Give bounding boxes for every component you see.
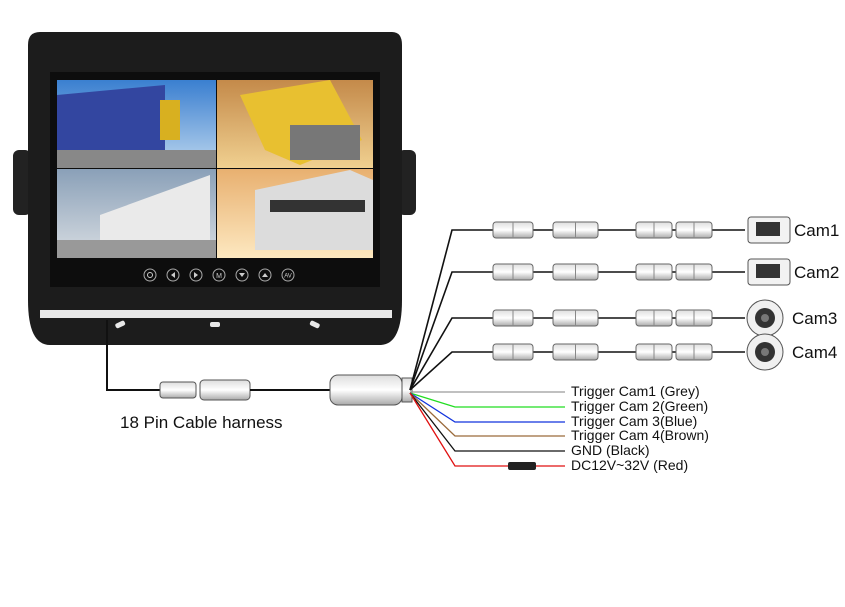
right-arrow-icon [194, 272, 198, 278]
wire-label: GND (Black) [571, 442, 650, 458]
wire-4: Trigger Cam 4(Brown) [409, 392, 709, 443]
power-icon [147, 272, 153, 278]
quad-screen [57, 80, 373, 258]
wire-label: Trigger Cam 2(Green) [571, 398, 708, 414]
up-arrow-icon [262, 273, 268, 277]
power-button[interactable] [143, 268, 157, 282]
dome-camera-icon [746, 299, 784, 337]
camera-line-1: Cam1 [409, 216, 839, 391]
fuse-holder [508, 462, 536, 470]
wire-3: Trigger Cam 3(Blue) [409, 392, 697, 429]
sunshade-highlight [40, 310, 392, 318]
up-button[interactable] [258, 268, 272, 282]
down-arrow-icon [239, 273, 245, 277]
camera-label: Cam4 [792, 343, 837, 362]
camera-label: Cam3 [792, 309, 837, 328]
trigger-wires: Trigger Cam1 (Grey)Trigger Cam 2(Green)T… [409, 383, 709, 473]
control-buttons: M AV [143, 268, 295, 282]
wire-label: Trigger Cam 3(Blue) [571, 413, 697, 429]
mount-slots [115, 320, 320, 329]
menu-icon: M [216, 273, 222, 280]
wire-1: Trigger Cam1 (Grey) [410, 383, 700, 399]
av-icon: AV [284, 274, 292, 280]
wire-6: DC12V~32V (Red) [409, 392, 688, 473]
left-arrow-icon [171, 272, 175, 278]
right-button[interactable] [189, 268, 203, 282]
camera-line-4: Cam4 [409, 333, 837, 391]
wire-label: DC12V~32V (Red) [571, 457, 688, 473]
camera-line-3: Cam3 [409, 299, 837, 391]
cable-harness [106, 320, 413, 406]
wire-2: Trigger Cam 2(Green) [409, 392, 708, 414]
right-bracket-knob [398, 150, 416, 215]
camera-label: Cam2 [794, 263, 839, 282]
harness-plug [159, 381, 197, 399]
breakout-box [329, 374, 403, 406]
left-button[interactable] [166, 268, 180, 282]
down-button[interactable] [235, 268, 249, 282]
box-camera-icon [747, 258, 791, 286]
menu-button[interactable]: M [212, 268, 226, 282]
dome-camera-icon [746, 333, 784, 371]
wire-label: Trigger Cam 4(Brown) [571, 427, 709, 443]
camera-line-2: Cam2 [409, 258, 839, 391]
av-button[interactable]: AV [281, 268, 295, 282]
harness-socket [199, 379, 251, 401]
left-bracket-knob [13, 150, 31, 215]
wire-5: GND (Black) [409, 392, 650, 458]
wire-label: Trigger Cam1 (Grey) [571, 383, 700, 399]
monitor: M AV [13, 32, 416, 345]
harness-label: 18 Pin Cable harness [120, 413, 283, 432]
camera-label: Cam1 [794, 221, 839, 240]
box-camera-icon [747, 216, 791, 244]
